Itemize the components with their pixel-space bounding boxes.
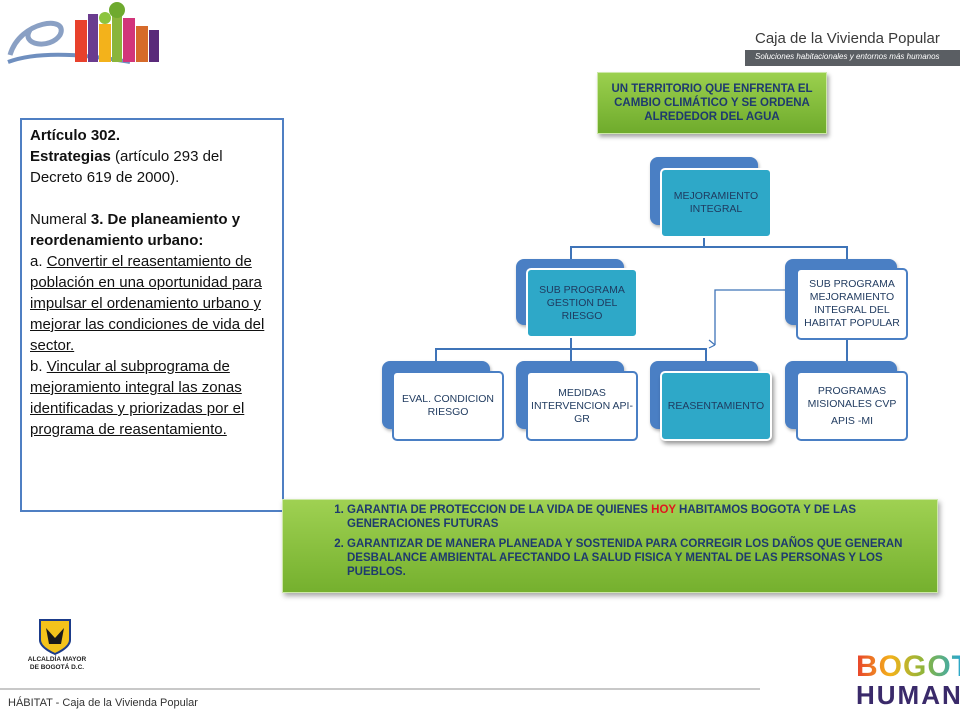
footer-text: HÁBITAT - Caja de la Vivienda Popular	[8, 697, 198, 709]
goals-list: GARANTIA DE PROTECCION DE LA VIDA DE QUI…	[295, 503, 925, 579]
goal-item-2: GARANTIZAR DE MANERA PLANEADA Y SOSTENID…	[347, 537, 925, 579]
brand-subtitle: Soluciones habitacionales y entornos más…	[755, 52, 940, 61]
connector	[570, 338, 572, 350]
connector	[846, 246, 848, 262]
header: Caja de la Vivienda Popular Soluciones h…	[0, 0, 960, 70]
leaf-2-node: MEDIDAS INTERVENCION API-GR	[526, 371, 638, 441]
connector	[705, 348, 707, 362]
strategies-label: Estrategias	[30, 148, 111, 165]
goal-1-text-a: GARANTIA DE PROTECCION DE LA VIDA DE QUI…	[347, 504, 652, 516]
bogota-humana-logo-bottom: HUMANA	[856, 680, 960, 710]
connector	[570, 246, 848, 248]
footer-divider	[0, 688, 760, 690]
bogota-coat-of-arms-icon	[39, 619, 71, 656]
article-heading: Artículo 302.	[30, 127, 121, 144]
goals-box: GARANTIA DE PROTECCION DE LA VIDA DE QUI…	[282, 499, 938, 593]
leaf-4-line1: PROGRAMAS MISIONALES CVP	[807, 384, 897, 410]
item-b-text: Vincular al subprograma de mejoramiento …	[30, 358, 245, 438]
leaf-4-node: PROGRAMAS MISIONALES CVP APIS -MI	[796, 371, 908, 441]
root-node: MEJORAMIENTO INTEGRAL	[660, 168, 772, 238]
mayor-line-2: DE BOGOTÁ D.C.	[29, 664, 85, 671]
item-a-text: Convertir el reasentamiento de población…	[30, 253, 265, 354]
leaf-1-node: EVAL. CONDICION RIESGO	[392, 371, 504, 441]
article-box: Artículo 302. Estrategias (artículo 293 …	[20, 118, 284, 512]
brand-subtitle-bar	[745, 50, 960, 66]
brand-title: Caja de la Vivienda Popular	[755, 30, 940, 47]
mayor-line-1: ALCALDÍA MAYOR	[27, 656, 87, 663]
leaf-3-node: REASENTAMIENTO	[660, 371, 772, 441]
link-arrow-icon	[708, 289, 790, 349]
numeral-prefix: Numeral	[30, 211, 91, 228]
top-callout: UN TERRITORIO QUE ENFRENTA EL CAMBIO CLI…	[597, 72, 827, 134]
connector	[570, 348, 572, 362]
connector	[435, 348, 437, 362]
connector	[703, 238, 705, 248]
bogota-humana-logo-top: BOGOTÁ	[856, 650, 960, 684]
connector	[570, 246, 572, 262]
item-b-prefix: b.	[30, 358, 47, 375]
goal-item-1: GARANTIA DE PROTECCION DE LA VIDA DE QUI…	[347, 503, 925, 531]
cvp-logo-icon	[7, 2, 159, 64]
sub-left-node: SUB PROGRAMA GESTION DEL RIESGO	[526, 268, 638, 338]
numeral-title: 3. De planeamiento y reordenamiento urba…	[30, 211, 241, 249]
goal-2-text: GARANTIZAR DE MANERA PLANEADA Y SOSTENID…	[347, 538, 903, 578]
sub-right-node: SUB PROGRAMA MEJORAMIENTO INTEGRAL DEL H…	[796, 268, 908, 340]
mayor-office-label: ALCALDÍA MAYOR DE BOGOTÁ D.C.	[22, 656, 92, 672]
connector	[846, 338, 848, 362]
goal-1-highlight: HOY	[651, 504, 676, 516]
item-a-prefix: a.	[30, 253, 47, 270]
strategies-text: (artículo 293 del Decreto 619 de 2000).	[30, 148, 223, 186]
goal-1-text-b: HABITAMOS BOGOTA Y DE LAS GENERACIONES F…	[347, 504, 857, 530]
leaf-4-line2: APIS -MI	[830, 414, 873, 427]
